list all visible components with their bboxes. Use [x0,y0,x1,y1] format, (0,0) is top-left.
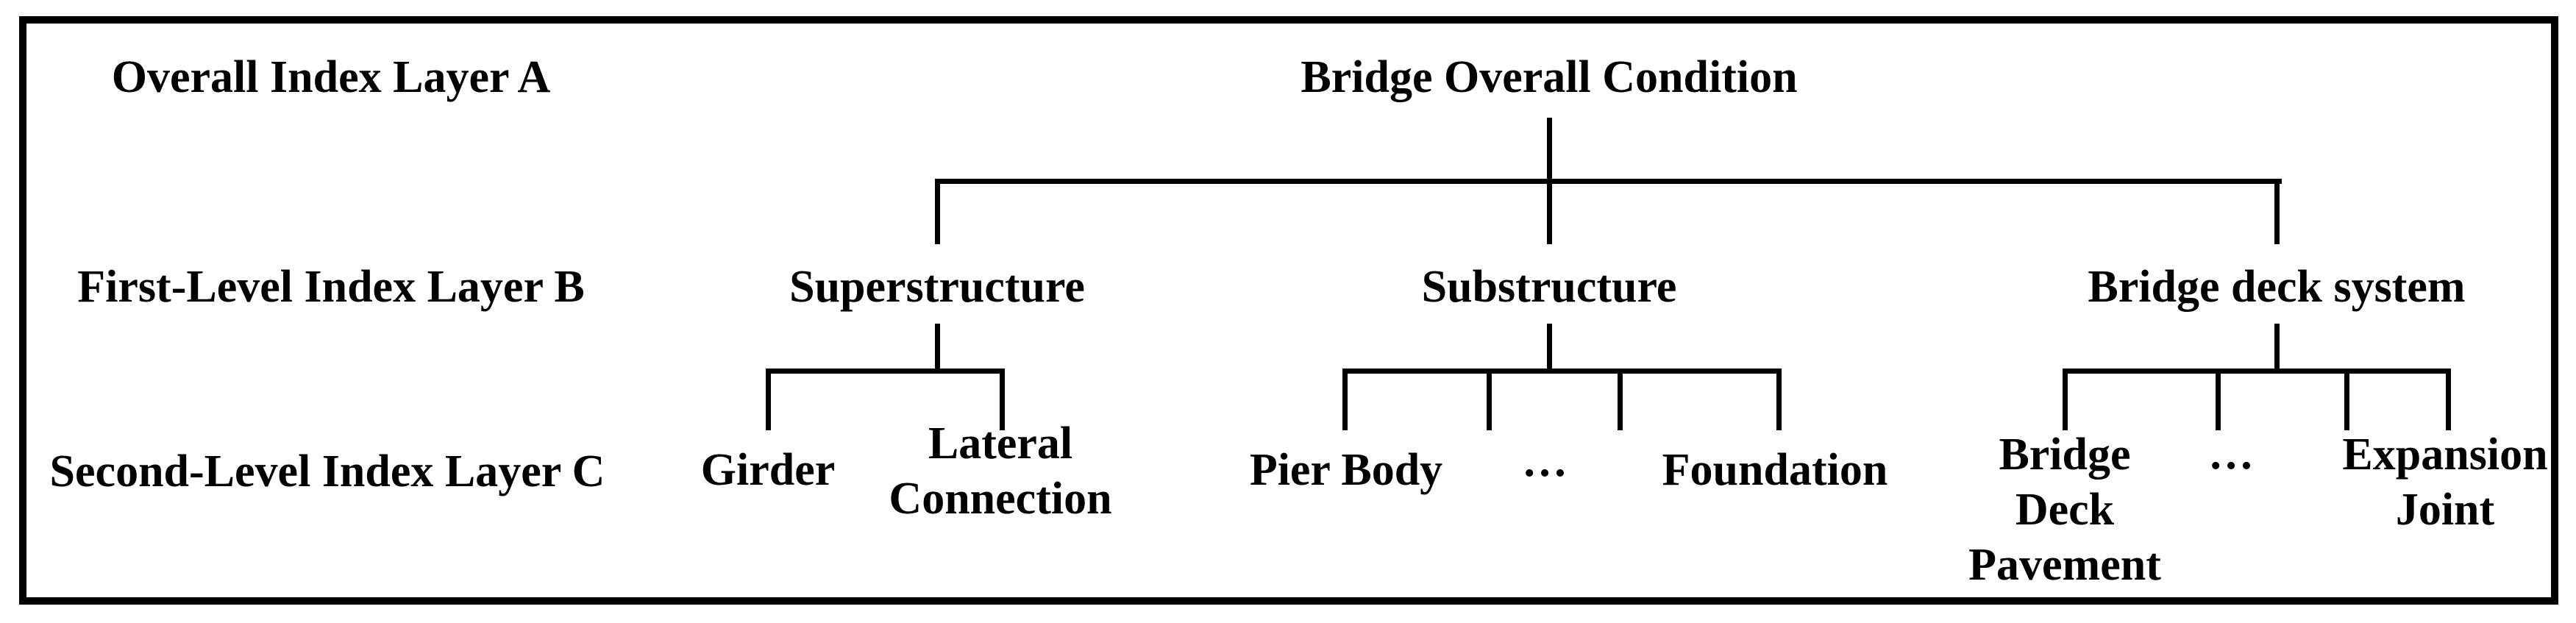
bracket-substructure-drop-foundation [1776,369,1782,430]
node-substructure-ellipsis: … [1522,436,1568,486]
layer-c-label: Second-Level Index Layer C [49,446,605,496]
bracket-superstructure-drop-girder [766,369,771,430]
connector-drop-bridge-deck-system [2274,179,2280,244]
node-superstructure-label: Superstructure [789,262,1085,312]
node-substructure-label: Substructure [1421,262,1677,312]
connector-drop-substructure [1547,179,1552,244]
bracket-substructure-drop-pier-body [1342,369,1348,430]
node-bridge-deck-pavement-line2: Deck [2015,485,2115,535]
layer-b-label: First-Level Index Layer B [77,262,585,312]
node-lateral-connection-line2: Connection [889,474,1112,524]
node-bridge-deck-pavement-line3: Pavement [1968,540,2161,590]
diagram-border [19,16,2558,605]
bracket-bridge-deck-drop-expansion-joint [2446,369,2451,430]
bracket-substructure-bar [1342,369,1782,374]
node-lateral-connection-line1: Lateral [928,419,1073,469]
node-foundation-label: Foundation [1662,445,1888,495]
connector-stub-bridge-deck-system [2274,324,2280,374]
bracket-superstructure-drop-lateral-connection [1000,369,1005,430]
node-girder-label: Girder [700,445,836,495]
bracket-bridge-deck-drop-mid-right [2344,369,2349,430]
node-expansion-joint-line1: Expansion [2342,430,2548,480]
node-bridge-deck-system-label: Bridge deck system [2088,262,2466,312]
bracket-bridge-deck-drop-pavement [2063,369,2068,430]
connector-drop-superstructure [935,179,940,244]
node-expansion-joint-label: Expansion Joint [2342,427,2547,538]
node-bridge-deck-ellipsis: … [2208,429,2254,479]
node-expansion-joint-line2: Joint [2395,485,2495,535]
root-node-label: Bridge Overall Condition [1301,52,1798,102]
node-lateral-connection-label: Lateral Connection [889,416,1111,527]
node-bridge-deck-pavement-line1: Bridge [1999,430,2131,480]
connector-main-bar [935,179,2282,184]
bracket-substructure-drop-mid-right [1618,369,1623,430]
node-pier-body-label: Pier Body [1249,445,1443,495]
bracket-substructure-drop-mid-left [1487,369,1492,430]
connector-stub-superstructure [935,324,940,374]
bracket-bridge-deck-drop-mid-left [2216,369,2221,430]
bracket-superstructure-bar [766,369,1005,374]
bracket-bridge-deck-bar [2063,369,2451,374]
connector-root-stub [1547,118,1552,184]
layer-a-label: Overall Index Layer A [111,52,551,102]
node-bridge-deck-pavement-label: Bridge Deck Pavement [1968,427,2161,593]
connector-stub-substructure [1547,324,1552,374]
